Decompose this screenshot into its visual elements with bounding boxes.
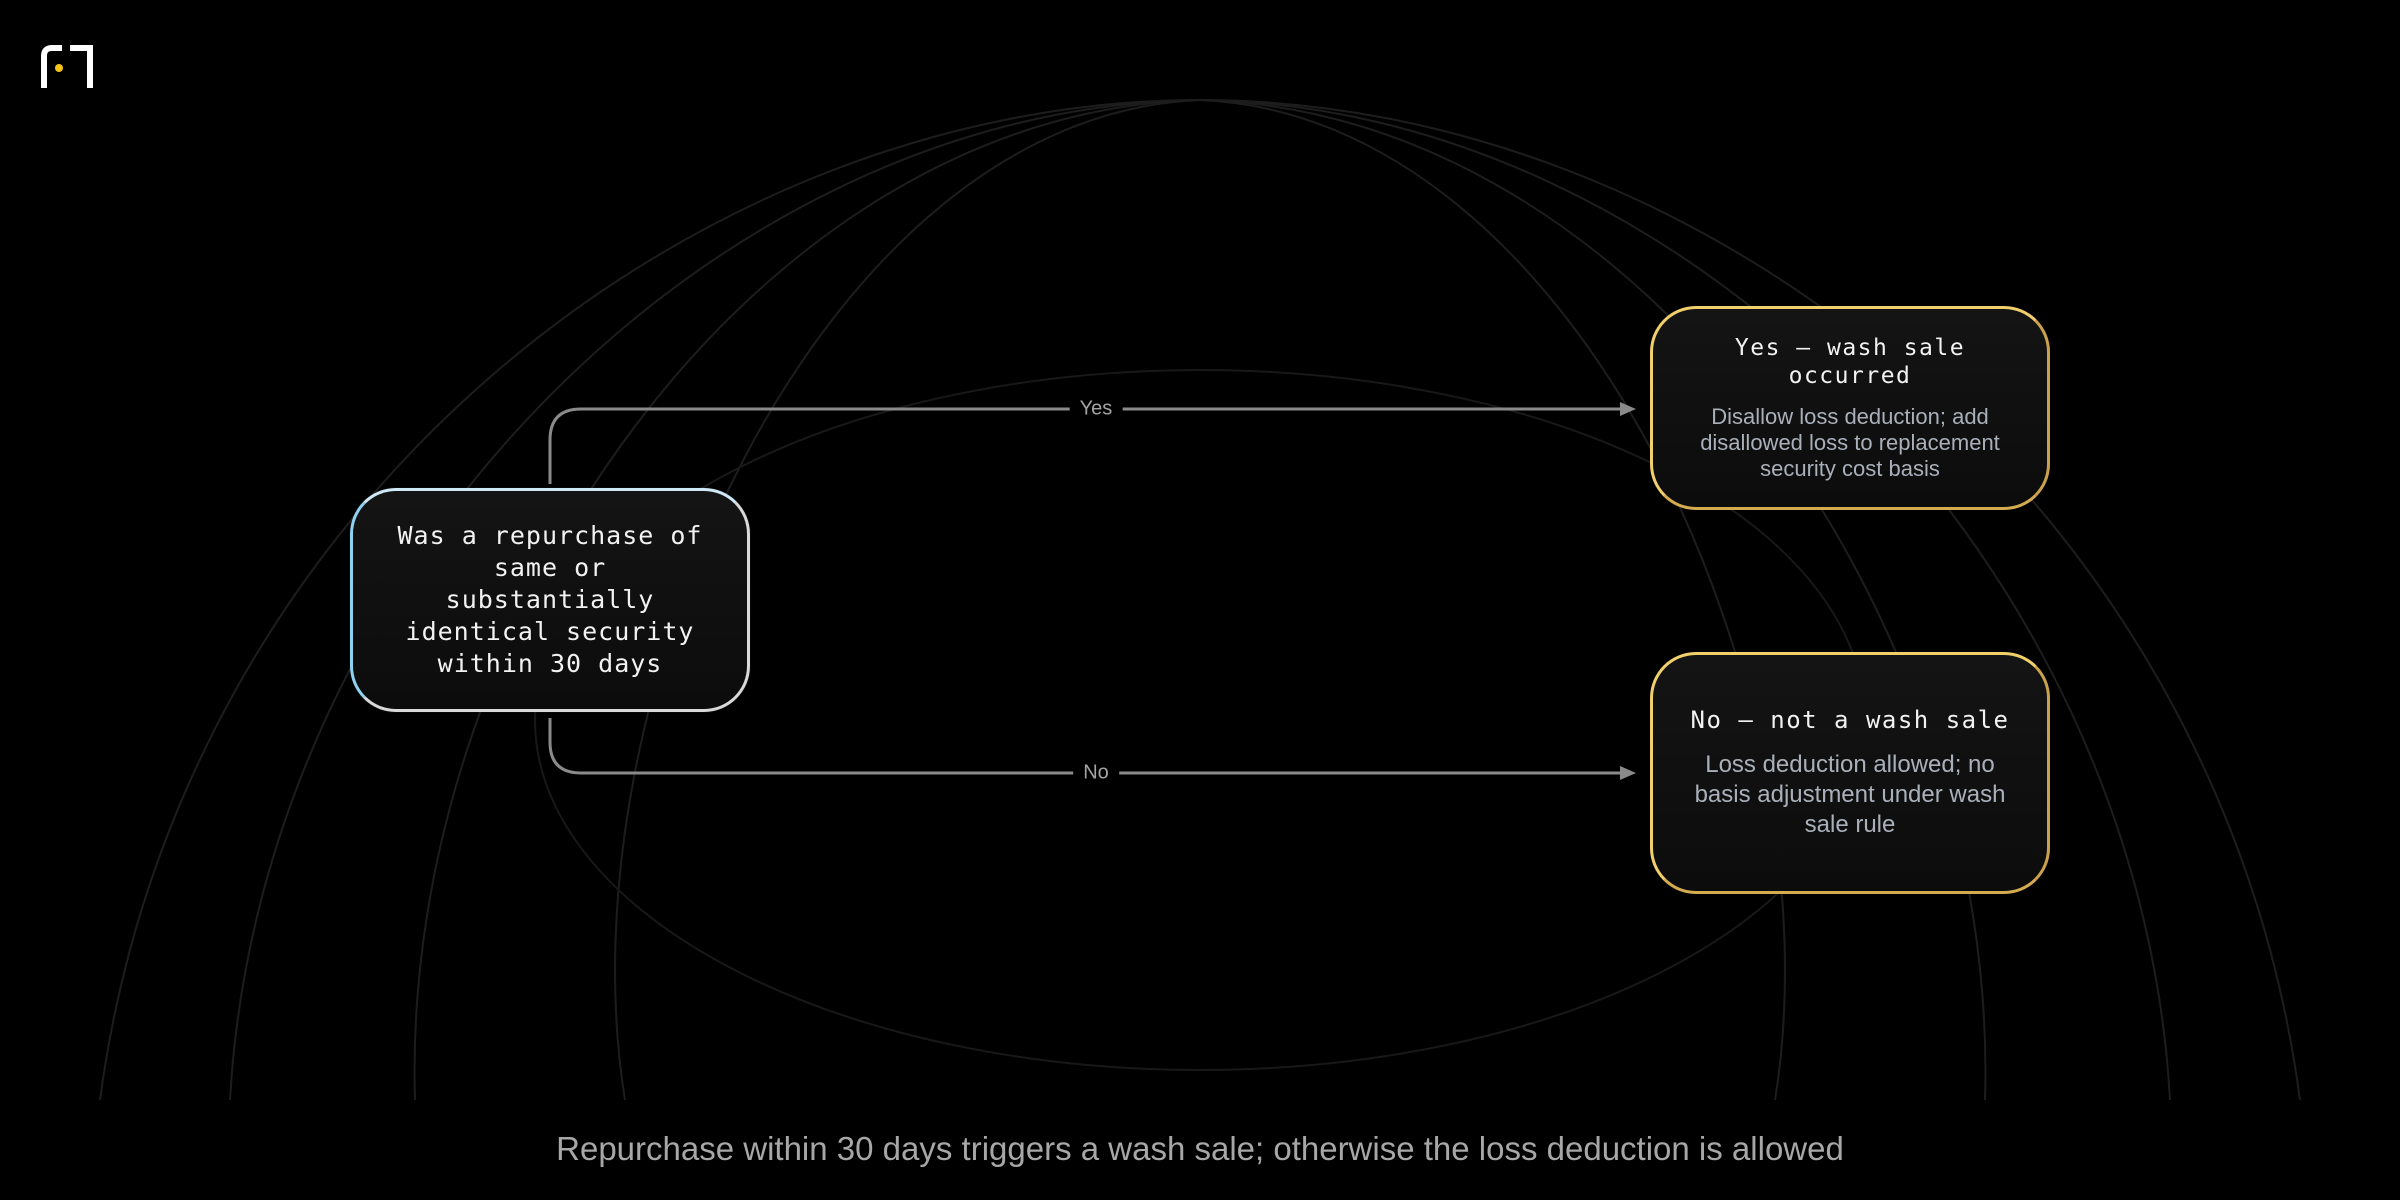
outcome-no-description: Loss deduction allowed; no basis adjustm… — [1694, 751, 2006, 838]
connectors — [548, 407, 1625, 775]
edge-no-line — [548, 718, 1625, 775]
edge-yes-line — [548, 407, 1625, 484]
edge-yes-label: Yes — [1069, 397, 1123, 421]
decision-node: Was a repurchase of same or substantiall… — [350, 488, 750, 712]
decision-text: Was a repurchase of same or substantiall… — [397, 521, 703, 678]
edge-yes-arrowhead — [1620, 402, 1636, 416]
outcome-yes-title: Yes — wash sale occurred — [1734, 335, 1966, 389]
edge-no-arrowhead — [1620, 766, 1636, 780]
brand-logo-icon — [41, 45, 93, 88]
edge-no-label: No — [1073, 761, 1119, 785]
diagram-caption: Repurchase within 30 days triggers a was… — [556, 1130, 1844, 1167]
outcome-yes-node: Yes — wash sale occurred Disallow loss d… — [1650, 306, 2050, 510]
outcome-no-node: No — not a wash sale Loss deduction allo… — [1650, 652, 2050, 894]
outcome-no-title: No — not a wash sale — [1690, 706, 2010, 734]
outcome-yes-description: Disallow loss deduction; add disallowed … — [1700, 404, 2000, 481]
